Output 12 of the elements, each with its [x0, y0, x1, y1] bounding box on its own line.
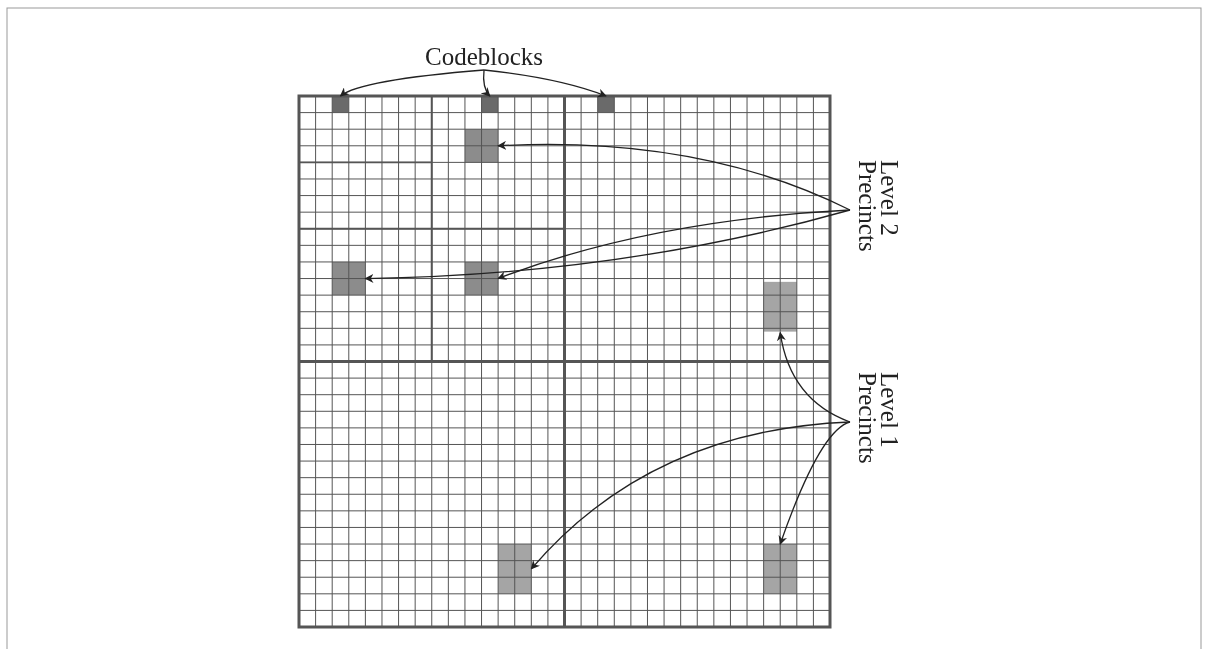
leader-line: [364, 209, 851, 283]
callout-text: Level 1 Precincts: [856, 372, 900, 472]
leader-line: [530, 421, 851, 570]
leader-line: [339, 69, 485, 97]
leader-line: [497, 209, 851, 280]
leader-line: [483, 69, 607, 98]
leader-line: [481, 69, 491, 97]
leader-line: [778, 421, 851, 545]
leader-line: [777, 331, 851, 423]
leader-line: [497, 141, 851, 211]
callout-text: Level 2 Precincts: [856, 160, 900, 260]
callout-text: Codeblocks: [425, 45, 544, 69]
